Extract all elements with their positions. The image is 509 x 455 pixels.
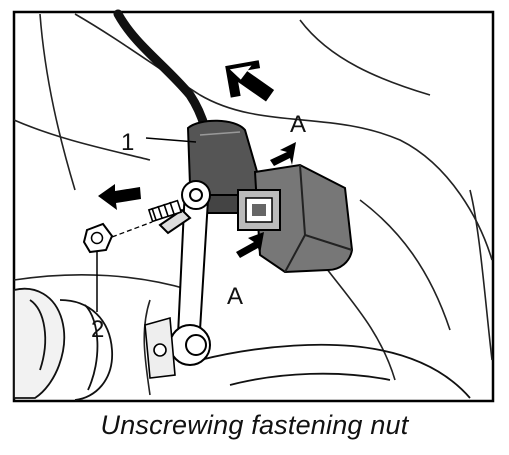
- callout-label-a-bottom: A: [227, 283, 243, 310]
- pull-off-arrow-up: [225, 60, 275, 102]
- level-sensor: [237, 163, 354, 274]
- alignment-line: [111, 221, 153, 238]
- remove-nut-arrow: [98, 184, 141, 210]
- figure-caption: Unscrewing fastening nut: [100, 410, 409, 440]
- body-panel-outline: [13, 13, 493, 396]
- threaded-stud: [144, 199, 183, 379]
- release-arrow-top: [270, 142, 296, 166]
- fastening-nut: [82, 222, 114, 254]
- callout-label-a-top: A: [290, 111, 306, 138]
- callout-label-2: 2: [91, 316, 104, 343]
- leader-lines: [96, 137, 197, 312]
- crossmember: [199, 343, 471, 399]
- coupling-rod: [158, 180, 211, 366]
- callout-label-1: 1: [121, 129, 134, 156]
- release-arrow-bottom: [236, 232, 264, 258]
- axle-hub: [13, 287, 113, 401]
